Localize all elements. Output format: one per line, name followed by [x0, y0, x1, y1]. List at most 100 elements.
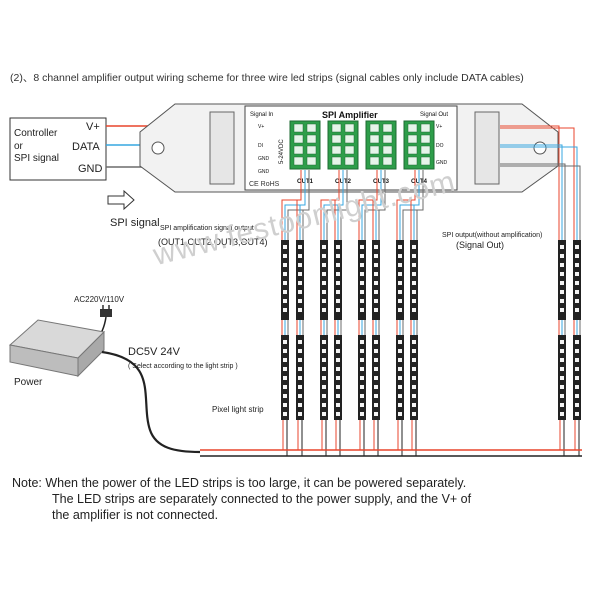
pixel-led: [298, 281, 302, 285]
note-line-2: The LED strips are separately connected …: [52, 492, 472, 506]
pixel-led: [560, 272, 564, 276]
pixel-led: [322, 349, 326, 353]
amp-out-pin-2: DO: [436, 143, 444, 149]
terminal-screw: [407, 134, 418, 144]
pixel-led: [283, 412, 287, 416]
pixel-led: [322, 272, 326, 276]
pixel-led: [322, 245, 326, 249]
pixel-led: [560, 308, 564, 312]
pixel-led: [360, 254, 364, 258]
pixel-led: [398, 272, 402, 276]
pixel-led: [575, 367, 579, 371]
pixel-led: [398, 281, 402, 285]
pixel-led: [283, 281, 287, 285]
pixel-led: [560, 290, 564, 294]
pixel-led: [336, 367, 340, 371]
wire-signal-out-data: [500, 144, 563, 240]
pixel-strip-segment: [558, 240, 566, 320]
pixel-led: [412, 367, 416, 371]
wire-gnd: [340, 170, 348, 240]
terminal-screw: [344, 123, 355, 133]
pixel-led: [398, 349, 402, 353]
pixel-strip-segment: [358, 240, 366, 320]
output-wires: [281, 125, 581, 240]
wire-signal-out-vplus: [500, 127, 575, 240]
pixel-led: [412, 385, 416, 389]
pixel-led: [298, 412, 302, 416]
pixel-led: [398, 385, 402, 389]
pixel-led: [412, 254, 416, 258]
pixel-led: [322, 254, 326, 258]
pixel-led: [360, 403, 364, 407]
terminal-screw: [420, 134, 431, 144]
terminal-screw: [382, 123, 393, 133]
ac-input-label: AC220V/110V: [74, 295, 125, 304]
pixel-led: [412, 358, 416, 362]
pixel-led: [560, 358, 564, 362]
power-output-cable: [101, 350, 201, 454]
power-label: Power: [14, 377, 43, 388]
pixel-led: [412, 272, 416, 276]
wire-gnd: [302, 170, 310, 240]
pixel-led: [412, 394, 416, 398]
pixel-led: [322, 358, 326, 362]
pixel-led: [398, 263, 402, 267]
amp-out-pin-1: V+: [436, 124, 442, 130]
pixel-led: [336, 245, 340, 249]
mount-hole-left: [151, 141, 165, 155]
pixel-led: [283, 367, 287, 371]
pixel-led: [398, 308, 402, 312]
pixel-led: [412, 376, 416, 380]
pixel-led: [560, 367, 564, 371]
pixel-led: [360, 290, 364, 294]
controller-label-3: SPI signal: [14, 153, 59, 164]
pixel-led: [374, 290, 378, 294]
wire-vplus: [296, 170, 302, 240]
pixel-led: [575, 272, 579, 276]
pixel-led: [575, 340, 579, 344]
pixel-led: [374, 394, 378, 398]
wire-signal-out-gnd: [500, 163, 566, 240]
pixel-led: [575, 403, 579, 407]
pixel-led: [560, 263, 564, 267]
pixel-led: [374, 272, 378, 276]
output-port-block: [474, 111, 500, 185]
pixel-led: [360, 349, 364, 353]
pixel-led: [398, 376, 402, 380]
pixel-led: [560, 403, 564, 407]
terminal-screw: [331, 123, 342, 133]
pixel-led: [560, 245, 564, 249]
pixel-led: [412, 308, 416, 312]
amplifier-signal-in: Signal In: [250, 112, 273, 118]
pixel-led: [322, 412, 326, 416]
pixel-led: [575, 358, 579, 362]
wire-data: [337, 170, 344, 240]
pixel-led: [336, 358, 340, 362]
pixel-led: [374, 263, 378, 267]
pixel-led: [360, 412, 364, 416]
pixel-led: [398, 358, 402, 362]
pixel-led: [298, 245, 302, 249]
pixel-led: [298, 290, 302, 294]
pixel-led: [360, 340, 364, 344]
pixel-led: [374, 340, 378, 344]
pixel-led: [575, 290, 579, 294]
pixel-led: [398, 299, 402, 303]
terminal-screw: [344, 134, 355, 144]
pixel-led: [560, 254, 564, 258]
pixel-led: [322, 340, 326, 344]
terminal-screw: [369, 123, 380, 133]
pixel-led: [560, 385, 564, 389]
pixel-led: [575, 263, 579, 267]
diagram-heading: (2)、8 channel amplifier output wiring sc…: [10, 72, 524, 84]
pixel-strip-label: Pixel light strip: [212, 405, 264, 414]
pixel-led: [398, 340, 402, 344]
terminal-screw: [306, 123, 317, 133]
controller-pin-gnd: GND: [78, 163, 103, 175]
wire-signal-out-vplus: [500, 125, 560, 240]
pixel-led: [298, 349, 302, 353]
pixel-led: [398, 290, 402, 294]
amp-in-pin-1: V+: [258, 124, 264, 130]
terminal-screw: [293, 145, 304, 155]
